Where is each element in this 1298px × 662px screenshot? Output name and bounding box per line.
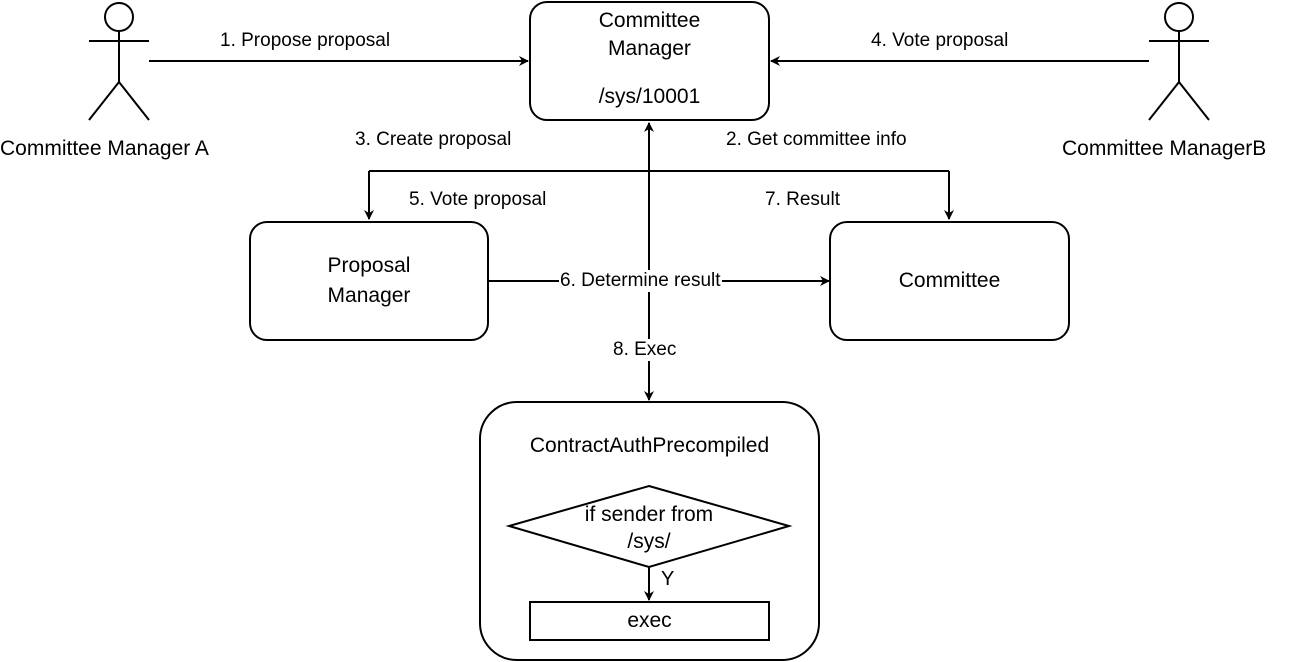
edge-label-result: 7. Result	[765, 189, 840, 210]
actor-a-head	[104, 2, 134, 32]
proposal-manager-label: Proposal Manager	[327, 254, 411, 307]
edge-label-exec: 8. Exec	[612, 339, 678, 361]
edge-label-create: 3. Create proposal	[355, 129, 512, 150]
proposal-manager-node: Proposal Manager	[249, 221, 489, 341]
edge-label-propose: 1. Propose proposal	[220, 30, 391, 51]
actor-a-figure	[88, 2, 150, 121]
edge-label-yes: Y	[661, 568, 675, 590]
edge-label-vote-pm: 5. Vote proposal	[409, 189, 547, 210]
committee-node: Committee	[829, 221, 1070, 341]
edge-label-determine: 6. Determine result	[559, 270, 722, 292]
actor-a-left-leg	[88, 81, 120, 121]
committee-manager-node: Committee Manager /sys/10001	[529, 1, 770, 121]
committee-label: Committee	[898, 269, 1001, 292]
committee-manager-path: /sys/10001	[598, 85, 701, 108]
actor-b-head	[1164, 2, 1194, 32]
contract-auth-precompiled-node: ContractAuthPrecompiled	[479, 401, 820, 661]
actor-b-left-leg	[1148, 81, 1180, 121]
actor-a-right-leg	[118, 81, 150, 121]
exec-label: exec	[627, 609, 672, 632]
decision-label: if sender from /sys/	[584, 503, 714, 553]
actor-a-label: Committee Manager A	[0, 137, 209, 160]
decision-diamond	[505, 484, 793, 569]
actor-b-label: Committee ManagerB	[1062, 137, 1267, 160]
actor-b-right-leg	[1178, 81, 1210, 121]
exec-node: exec	[529, 601, 770, 641]
edge-label-get-info: 2. Get committee info	[726, 129, 907, 150]
actor-b-figure	[1148, 2, 1210, 121]
edge-label-vote-b: 4. Vote proposal	[871, 30, 1009, 51]
contract-auth-label: ContractAuthPrecompiled	[529, 434, 770, 457]
committee-manager-title: Committee Manager	[598, 9, 701, 60]
